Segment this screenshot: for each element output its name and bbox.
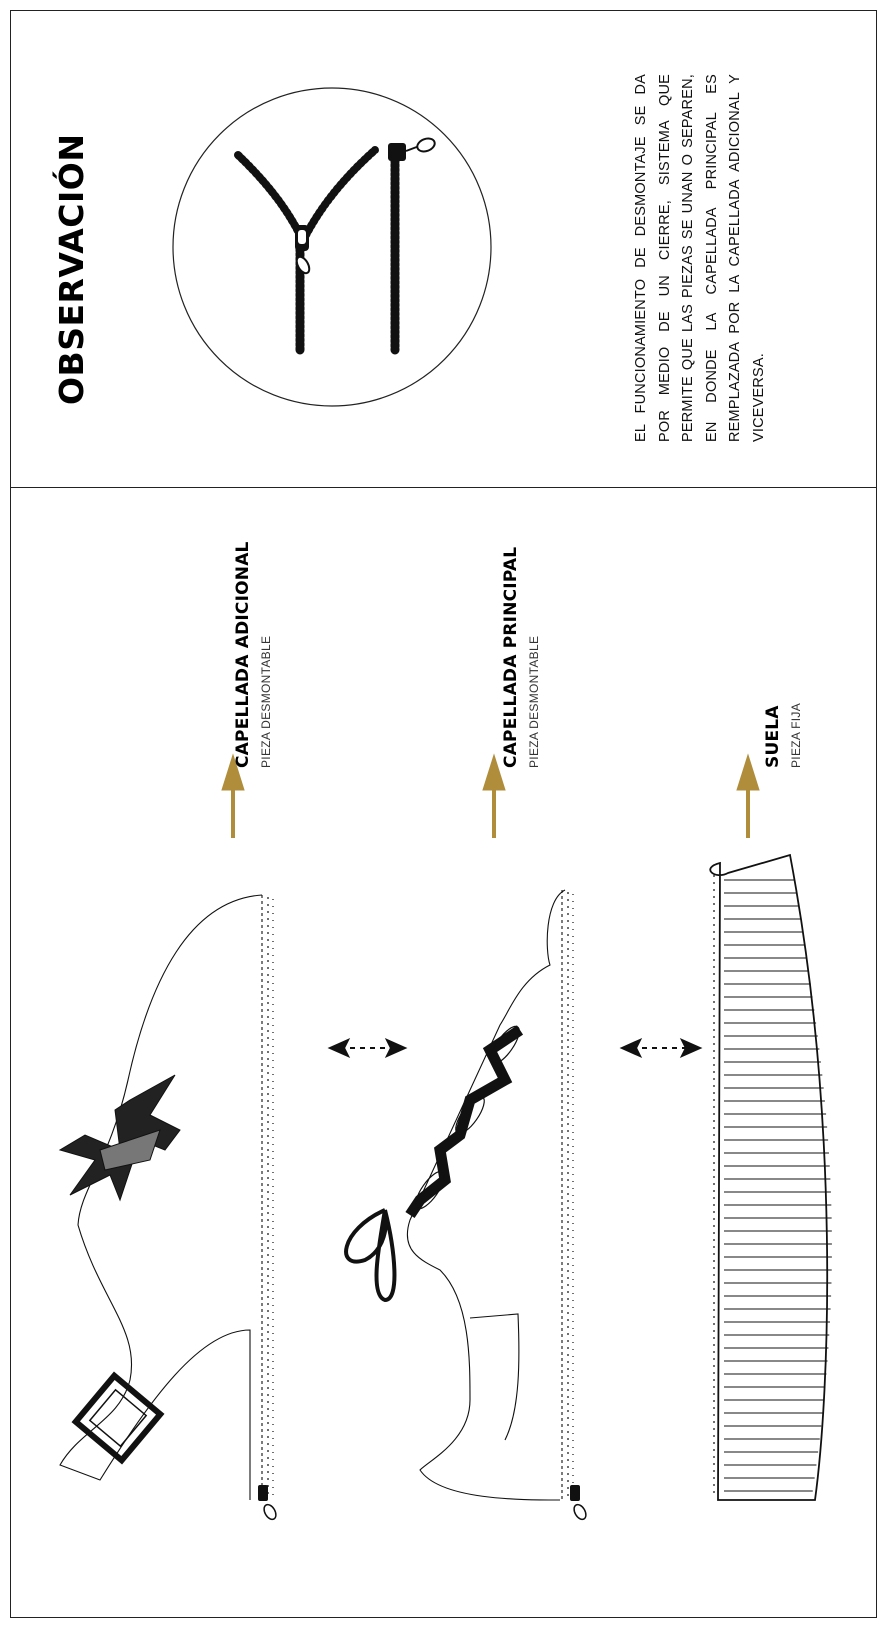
part-title: CAPELLADA ADICIONAL [233,541,253,768]
part-title: CAPELLADA PRINCIPAL [501,546,521,768]
part-label-suela: SUELA PIEZA FIJA [763,703,803,768]
part-subtitle: PIEZA DESMONTABLE [259,635,273,768]
buckle-ornament [71,1371,165,1465]
zipper-pull-1 [258,1485,277,1521]
bow-ornament [58,1074,181,1202]
lacing-ornament [344,1025,524,1303]
suela-ribs [724,879,832,1492]
up-arrow-icon [221,753,245,838]
capellada-adicional-drawing [59,894,263,1500]
suela-drawing [709,853,829,1501]
part-subtitle: PIEZA FIJA [789,702,803,768]
double-arrow-icon [619,1037,703,1059]
page-frame [10,10,877,1618]
up-arrow-icon [736,753,760,838]
observation-title: OBSERVACIÓN [52,133,91,405]
observation-text: EL FUNCIONAMIENTO DE DESMONTAJE SE DA PO… [633,74,767,442]
capellada-principal-drawing [406,889,566,1501]
part-label-capellada-principal: CAPELLADA PRINCIPAL PIEZA DESMONTABLE [501,547,541,768]
part-label-capellada-adicional: CAPELLADA ADICIONAL PIEZA DESMONTABLE [233,541,273,768]
up-arrow-icon [482,753,506,838]
zipper-icon [172,87,492,407]
zipper-pull-2 [570,1485,587,1521]
section-divider [10,487,877,488]
part-title: SUELA [763,705,783,768]
shoe-parts-diagram [58,753,832,1521]
double-arrow-icon [327,1037,408,1059]
part-subtitle: PIEZA DESMONTABLE [527,635,541,768]
